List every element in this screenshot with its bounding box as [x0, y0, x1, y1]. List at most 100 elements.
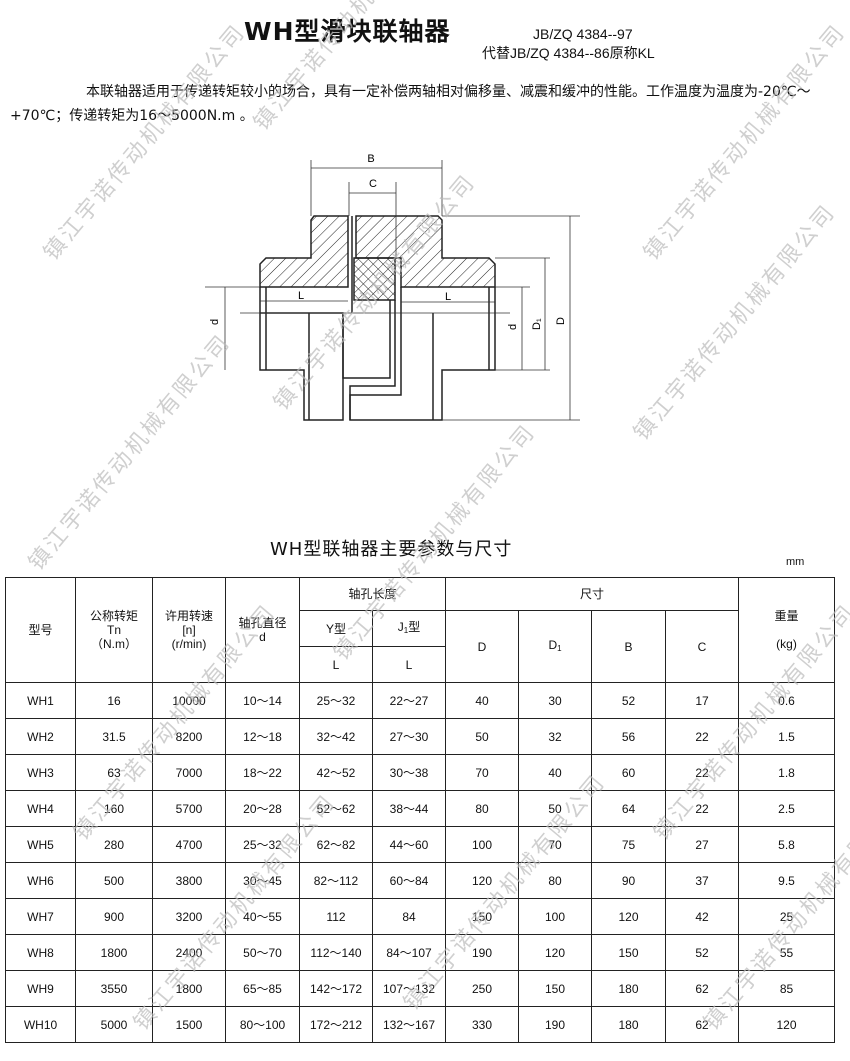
header-j1-type: J1型 — [372, 610, 446, 647]
table-cell: 1800 — [75, 934, 153, 971]
table-cell: 62 — [665, 1006, 739, 1043]
table-cell: 25～32 — [225, 826, 300, 863]
table-cell: 30～38 — [372, 754, 446, 791]
label-d-right: d — [507, 324, 519, 330]
table-cell: 1.5 — [738, 718, 835, 755]
table-cell: 31.5 — [75, 718, 153, 755]
table-cell: 160 — [75, 790, 153, 827]
table-cell: WH9 — [5, 970, 76, 1007]
table-cell: 50 — [445, 718, 519, 755]
table-cell: WH1 — [5, 682, 76, 719]
table-cell: 80 — [445, 790, 519, 827]
table-cell: 12～18 — [225, 718, 300, 755]
table-cell: 40 — [445, 682, 519, 719]
table-cell: 64 — [591, 790, 666, 827]
table-cell: 2.5 — [738, 790, 835, 827]
table-cell: 2400 — [152, 934, 226, 971]
table-cell: 100 — [445, 826, 519, 863]
table-cell: 50～70 — [225, 934, 300, 971]
header-l-j: L — [372, 646, 446, 683]
header-c: C — [665, 610, 739, 683]
table-cell: 17 — [665, 682, 739, 719]
table-cell: 3800 — [152, 862, 226, 899]
table-cell: 4700 — [152, 826, 226, 863]
table-cell: WH4 — [5, 790, 76, 827]
table-cell: 32～42 — [299, 718, 373, 755]
table-cell: 1.8 — [738, 754, 835, 791]
table-cell: 56 — [591, 718, 666, 755]
coupling-diagram: B C L L d d D₁ D — [205, 153, 580, 421]
table-cell: 16 — [75, 682, 153, 719]
header-y-type: Y型 — [299, 610, 373, 647]
header-l-y: L — [299, 646, 373, 683]
table-cell: WH2 — [5, 718, 76, 755]
table-cell: 22 — [665, 754, 739, 791]
table-cell: 60 — [591, 754, 666, 791]
table-cell: 172～212 — [299, 1006, 373, 1043]
table-cell: 150 — [445, 898, 519, 935]
table-cell: 70 — [518, 826, 592, 863]
description: 本联轴器适用于传递转矩较小的场合，具有一定补偿两轴相对偏移量、减震和缓冲的性能。… — [10, 84, 811, 124]
table-cell: 5000 — [75, 1006, 153, 1043]
table-cell: 9.5 — [738, 862, 835, 899]
table-cell: 250 — [445, 970, 519, 1007]
label-b: B — [367, 153, 374, 165]
table-cell: 900 — [75, 898, 153, 935]
table-cell: WH3 — [5, 754, 76, 791]
table-cell: 52～62 — [299, 790, 373, 827]
table-cell: WH5 — [5, 826, 76, 863]
table-cell: 65～85 — [225, 970, 300, 1007]
table-cell: 44～60 — [372, 826, 446, 863]
table-cell: 40～55 — [225, 898, 300, 935]
table-cell: 30 — [518, 682, 592, 719]
table-cell: 190 — [518, 1006, 592, 1043]
table-cell: 10～14 — [225, 682, 300, 719]
table-cell: 3550 — [75, 970, 153, 1007]
label-l-left: L — [298, 290, 304, 302]
header-model: 型号 — [5, 577, 76, 683]
table-cell: WH10 — [5, 1006, 76, 1043]
table-cell: 120 — [591, 898, 666, 935]
table-cell: 142～172 — [299, 970, 373, 1007]
table-cell: 190 — [445, 934, 519, 971]
table-cell: 180 — [591, 1006, 666, 1043]
watermark: 镇江宇诺传动机械有限公司 — [629, 199, 842, 446]
table-cell: 52 — [591, 682, 666, 719]
table-cell: 25～32 — [299, 682, 373, 719]
table-cell: 82～112 — [299, 862, 373, 899]
table-cell: 50 — [518, 790, 592, 827]
replaces-standard: 代替JB/ZQ 4384--86原称KL — [482, 45, 655, 61]
table-cell: 22 — [665, 718, 739, 755]
table-cell: 120 — [738, 1006, 835, 1043]
table-cell: 20～28 — [225, 790, 300, 827]
table-cell: 500 — [75, 862, 153, 899]
table-cell: 132～167 — [372, 1006, 446, 1043]
table-cell: 10000 — [152, 682, 226, 719]
header-d1: D1 — [518, 610, 592, 683]
table-cell: 62 — [665, 970, 739, 1007]
table-cell: 27 — [665, 826, 739, 863]
table-cell: 30～45 — [225, 862, 300, 899]
table-cell: 150 — [591, 934, 666, 971]
table-cell: 7000 — [152, 754, 226, 791]
table-cell: 120 — [518, 934, 592, 971]
table-cell: 1800 — [152, 970, 226, 1007]
table-cell: 112 — [299, 898, 373, 935]
table-cell: 180 — [591, 970, 666, 1007]
table-title: WH型联轴器主要参数与尺寸 — [270, 539, 513, 560]
standard-number: JB/ZQ 4384--97 — [533, 26, 633, 42]
table-cell: 37 — [665, 862, 739, 899]
unit-label: mm — [786, 556, 805, 568]
watermark: 镇江宇诺传动机械有限公司 — [639, 19, 850, 266]
